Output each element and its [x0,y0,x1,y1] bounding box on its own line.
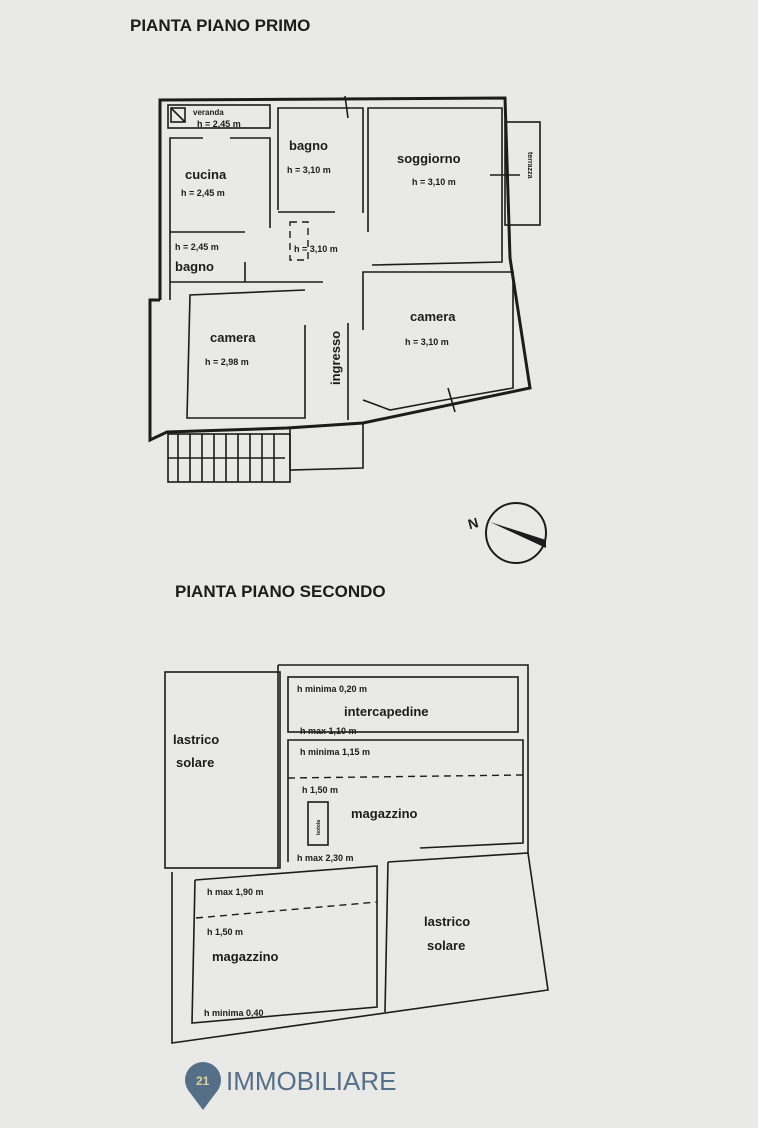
watermark-logo-letter: 21 [196,1074,210,1088]
room-label-lastrico-2: lastrico [424,914,470,929]
staircase [167,423,364,483]
room-height-hall: h = 3,10 m [294,244,338,254]
compass-north-label: N [466,514,480,532]
veranda-box [167,104,271,129]
magazzino-2-h: h 1,50 m [207,927,243,937]
room-label-terrazza: terrazza [526,152,533,179]
second-floor-plan [164,664,549,1044]
room-height-camera-2: h = 3,10 m [405,337,449,347]
room-label-bagno-1: bagno [289,138,328,153]
magazzino-2-h-max: h max 1,90 m [207,887,264,897]
first-floor-plan [148,95,541,483]
room-height-veranda: h = 2,45 m [197,119,241,129]
magazzino-1-h-min: h minima 1,15 m [300,747,370,757]
room-label-magazzino-2: magazzino [212,949,279,964]
room-label-ingresso: ingresso [328,331,343,385]
room-height-soggiorno: h = 3,10 m [412,177,456,187]
watermark-text: IMMOBILIARE [226,1066,396,1096]
first-floor-title: PIANTA PIANO PRIMO [130,16,310,35]
north-compass-icon: N [466,502,547,564]
room-label-intercapedine: intercapedine [344,704,429,719]
room-height-bagno-1: h = 3,10 m [287,165,331,175]
second-floor-title: PIANTA PIANO SECONDO [175,582,386,601]
terrazza-box [504,121,541,226]
intercapedine-h-max: h max 1,10 m [300,726,357,736]
room-label-lastrico-1: lastrico [173,732,219,747]
watermark-logo: 21 IMMOBILIARE [185,1062,396,1110]
magazzino-1-h: h 1,50 m [302,785,338,795]
room-label-bagno-2: bagno [175,259,214,274]
intercapedine-box [287,676,519,733]
room-label-veranda: veranda [193,108,224,117]
lastrico-left [164,671,281,869]
room-height-camera-1: h = 2,98 m [205,357,249,367]
magazzino-1-h-max: h max 2,30 m [297,853,354,863]
room-height-bagno-2: h = 2,45 m [175,242,219,252]
room-label-camera-1: camera [210,330,256,345]
room-height-cucina: h = 2,45 m [181,188,225,198]
botola-box [307,801,329,846]
hall-dashed-area [289,221,309,261]
room-label-magazzino-1: magazzino [351,806,418,821]
room-label-lastrico-2b: solare [427,938,465,953]
veranda-window [170,107,186,123]
room-label-camera-2: camera [410,309,456,324]
intercapedine-h-min: h minima 0,20 m [297,684,367,694]
room-label-lastrico-1b: solare [176,755,214,770]
room-label-soggiorno: soggiorno [397,151,461,166]
room-label-cucina: cucina [185,167,227,182]
botola-label: botola [316,820,322,835]
magazzino-2-h-min: h minima 0,40 [204,1008,264,1018]
